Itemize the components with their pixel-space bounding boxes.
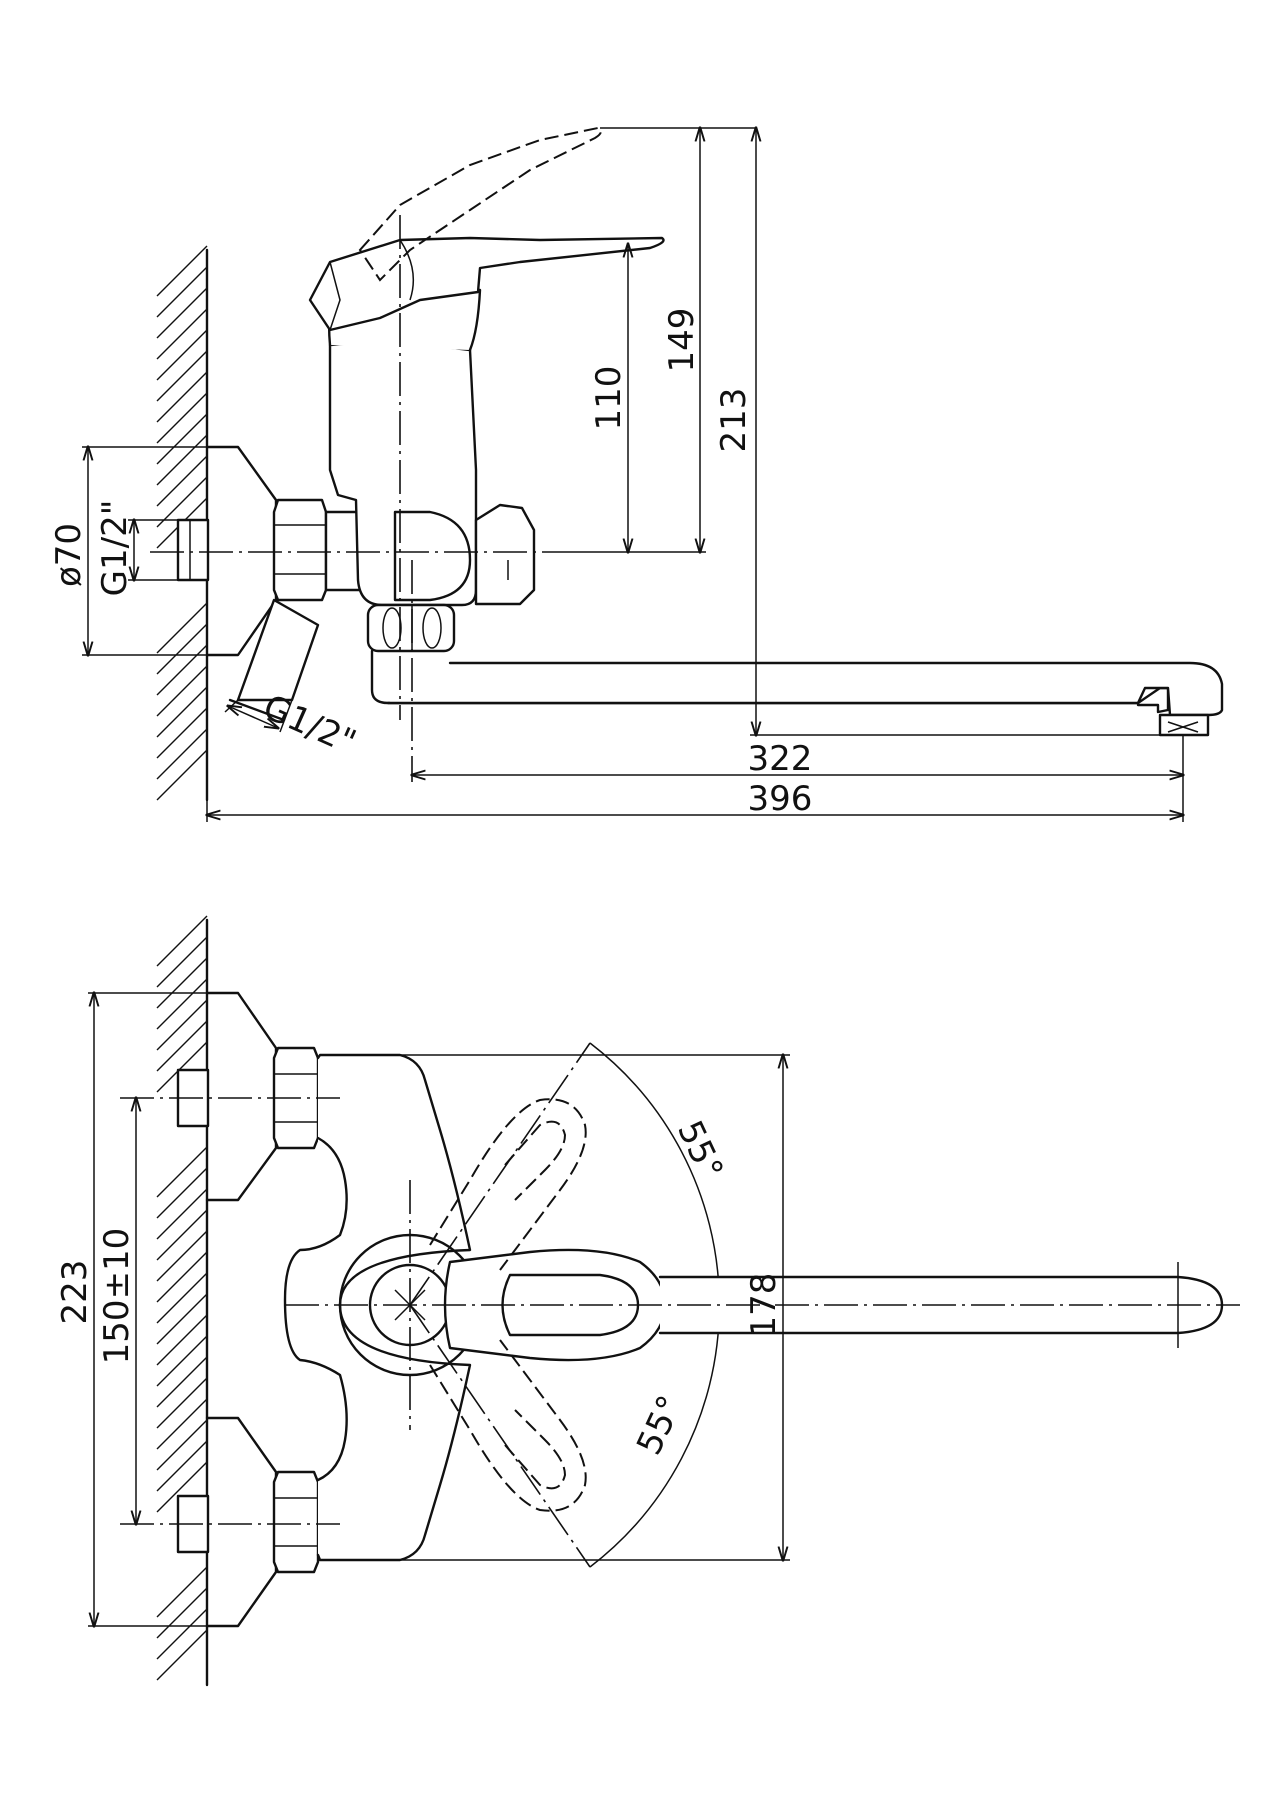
hatch-line <box>156 392 208 444</box>
dim-149: 149 <box>560 128 706 552</box>
hatch-line <box>156 455 208 507</box>
wall-flange-top-lower <box>205 1416 278 1628</box>
diverter-knob-side <box>474 503 536 606</box>
hatch-line <box>156 329 208 381</box>
dim-inlet-thread-label: G1/2" <box>95 500 135 597</box>
side-view: 213 149 110 ø70 G1/2" <box>49 126 1224 822</box>
lever-raised-phantom <box>358 126 602 282</box>
hatch-line <box>156 287 208 339</box>
dim-322-label: 322 <box>748 739 813 779</box>
hatch-line <box>156 1230 208 1282</box>
wall-flange-top-upper <box>205 991 278 1202</box>
hatch-line <box>156 1629 208 1681</box>
hatch-line <box>156 602 208 654</box>
hatch-line <box>156 371 208 423</box>
dim-outlet-thread-label: G1/2" <box>257 687 362 763</box>
hatch-line <box>156 1146 208 1198</box>
hatch-line <box>156 644 208 696</box>
dim-213: 213 <box>600 128 1160 735</box>
dim-178-label: 178 <box>744 1273 784 1338</box>
hatch-line <box>156 350 208 402</box>
dim-213-label: 213 <box>714 388 754 453</box>
hatch-line <box>156 1209 208 1261</box>
hatch-line <box>156 1041 208 1093</box>
dim-322: 322 <box>412 735 1183 822</box>
spout-tip <box>386 661 1224 717</box>
hatch-line <box>156 1419 208 1471</box>
hatch-line <box>156 686 208 738</box>
hatch-line <box>156 413 208 465</box>
hatch-line <box>156 1587 208 1639</box>
lever-handle-side <box>308 236 665 332</box>
spout-side <box>370 649 1170 714</box>
aerator-tip <box>1158 713 1210 737</box>
hatch-line <box>156 728 208 780</box>
hatch-line <box>156 1335 208 1387</box>
lever-rotated-phantoms <box>409 1042 591 1568</box>
hatch-line <box>156 1167 208 1219</box>
hatch-line <box>156 1293 208 1345</box>
dim-flange-diameter: ø70 <box>49 447 238 655</box>
dim-inlet-thread: G1/2" <box>95 500 185 597</box>
hatch-line <box>156 999 208 1051</box>
hatch-line <box>156 1461 208 1513</box>
hatch-line <box>156 1566 208 1618</box>
hatch-line <box>156 1314 208 1366</box>
hatch-line <box>156 978 208 1030</box>
hatch-line <box>156 1251 208 1303</box>
hatch-line <box>156 434 208 486</box>
hatch-line <box>156 1377 208 1429</box>
dim-inlet-spacing: 150±10 <box>97 1098 137 1524</box>
top-view: 223 150±10 178 55° 55° <box>55 915 1240 1687</box>
spout-swivel-ring <box>366 603 456 653</box>
hatch-line <box>156 1440 208 1492</box>
hatch-line <box>156 665 208 717</box>
hatch-line <box>156 1608 208 1660</box>
dim-223: 223 <box>55 993 238 1626</box>
dim-178: 178 <box>744 1055 784 1560</box>
hatch-line <box>156 707 208 759</box>
dim-396: 396 <box>207 779 1183 822</box>
dim-inlet-spacing-label: 150±10 <box>97 1228 137 1365</box>
wall-hatch-top <box>156 915 209 1687</box>
inlet-stub-side <box>176 518 210 582</box>
dim-396-label: 396 <box>748 779 813 819</box>
angle-lower-label: 55° <box>629 1390 691 1462</box>
dim-223-label: 223 <box>55 1260 95 1325</box>
hatch-line <box>156 1356 208 1408</box>
hex-nut-side <box>272 498 328 602</box>
hex-nut-top-lower <box>272 1470 320 1574</box>
hatch-line <box>156 957 208 1009</box>
hatch-line <box>156 1272 208 1324</box>
hatch-line <box>156 308 208 360</box>
hatch-line <box>156 915 208 967</box>
hatch-line <box>156 1188 208 1240</box>
body-cavity <box>393 510 472 602</box>
hatch-line <box>156 1020 208 1072</box>
dim-110-label: 110 <box>589 366 629 431</box>
hatch-line <box>156 936 208 988</box>
hatch-line <box>156 1398 208 1450</box>
hatch-line <box>156 266 208 318</box>
hatch-line <box>156 245 208 297</box>
dim-flange-diameter-label: ø70 <box>49 523 89 587</box>
angle-upper-label: 55° <box>669 1115 731 1187</box>
hatch-line <box>156 623 208 675</box>
hatch-line <box>156 749 208 801</box>
dim-149-label: 149 <box>662 308 702 373</box>
dim-110: 110 <box>589 244 629 552</box>
hatch-line <box>156 476 208 528</box>
